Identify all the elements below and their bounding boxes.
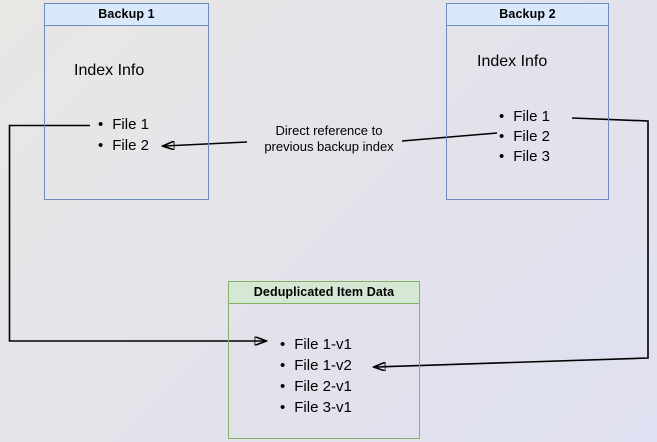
annotation-line-2: previous backup index <box>264 138 394 154</box>
bullet-icon: • <box>280 399 286 416</box>
file-label: File 3 <box>513 147 550 165</box>
file-label: File 2 <box>513 127 550 145</box>
list-item: • File 2-v1 <box>280 376 352 397</box>
backup2-subtitle: Index Info <box>477 53 548 70</box>
backup1-subtitle: Index Info <box>74 62 145 79</box>
backup2-file-list: • File 1 • File 2 • File 3 <box>499 106 550 166</box>
bullet-icon: • <box>499 127 505 145</box>
backup2-title: Backup 2 <box>447 4 608 26</box>
file-label: File 2 <box>112 137 149 154</box>
list-item: • File 3 <box>499 146 550 166</box>
backup1-box: Backup 1 Index Info • File 1 • File 2 <box>44 3 209 200</box>
dedup-title: Deduplicated Item Data <box>229 282 419 304</box>
file-label: File 3-v1 <box>294 399 352 416</box>
list-item: • File 1 <box>499 106 550 126</box>
list-item: • File 1-v1 <box>280 334 352 355</box>
file-label: File 1-v2 <box>294 357 352 374</box>
bullet-icon: • <box>280 357 286 374</box>
list-item: • File 2 <box>499 126 550 146</box>
backup1-title: Backup 1 <box>45 4 208 26</box>
backup1-file-list: • File 1 • File 2 <box>98 114 149 156</box>
file-label: File 2-v1 <box>294 378 352 395</box>
list-item: • File 3-v1 <box>280 397 352 418</box>
file-label: File 1 <box>513 107 550 125</box>
deduplicated-item-data-box: Deduplicated Item Data • File 1-v1 • Fil… <box>228 281 420 439</box>
bullet-icon: • <box>499 107 505 125</box>
arrow-annotation: Direct reference to previous backup inde… <box>253 123 405 154</box>
annotation-line-1: Direct reference to <box>275 123 383 138</box>
bullet-icon: • <box>98 137 104 154</box>
bullet-icon: • <box>280 378 286 395</box>
file-label: File 1 <box>112 116 149 133</box>
bullet-icon: • <box>98 116 104 133</box>
file-label: File 1-v1 <box>294 336 352 353</box>
list-item: • File 2 <box>98 135 149 156</box>
backup2-box: Backup 2 Index Info • File 1 • File 2 • … <box>446 3 609 200</box>
dedup-file-list: • File 1-v1 • File 1-v2 • File 2-v1 • Fi… <box>280 334 352 418</box>
list-item: • File 1-v2 <box>280 355 352 376</box>
bullet-icon: • <box>499 147 505 165</box>
list-item: • File 1 <box>98 114 149 135</box>
bullet-icon: • <box>280 336 286 353</box>
